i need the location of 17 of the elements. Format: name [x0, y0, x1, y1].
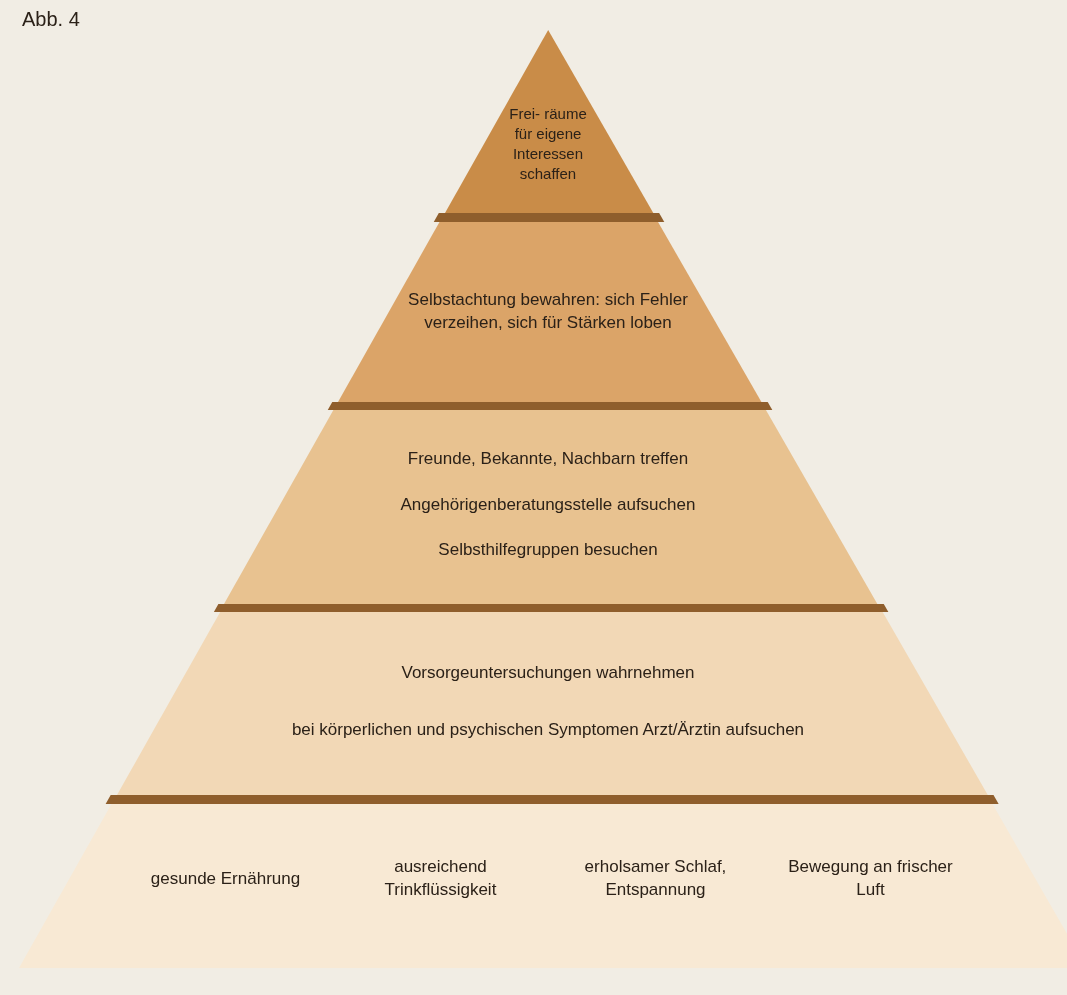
tier-text: Freunde, Bekannte, Nachbarn treffen [407, 447, 689, 470]
pyramid-tier [19, 804, 1067, 968]
pyramid-tier [224, 410, 878, 604]
tier-text: bei körperlichen und psychischen Symptomen Arzt/Ärztin aufsuchen [291, 719, 805, 742]
pyramid-tier [338, 222, 762, 402]
pyramid-tier [116, 612, 988, 795]
tier-text: gesunde Ernährung [149, 867, 302, 890]
tier-text: Angehörigenberatungsstelle aufsuchen [400, 493, 696, 516]
pyramid-tier [444, 30, 654, 213]
tier-text: Selbstachtung bewahren: sich Fehler verzeihen, sich für Stärken loben [407, 289, 689, 334]
figure-number: Abb. 4 [22, 8, 80, 31]
tier-text: Vorsorgeuntersuchungen wahrnehmen [401, 661, 695, 684]
tier-text: erholsamer Schlaf, Entspannung [583, 856, 728, 901]
tier-text: Selbsthilfegruppen besuchen [438, 539, 658, 562]
tier-text: Bewegung an frischer Luft [787, 856, 954, 901]
tier-text: Frei- räume für eigene Interessen schaffen [508, 103, 588, 185]
tier-text: ausreichend Trinkflüssigkeit [383, 856, 498, 901]
